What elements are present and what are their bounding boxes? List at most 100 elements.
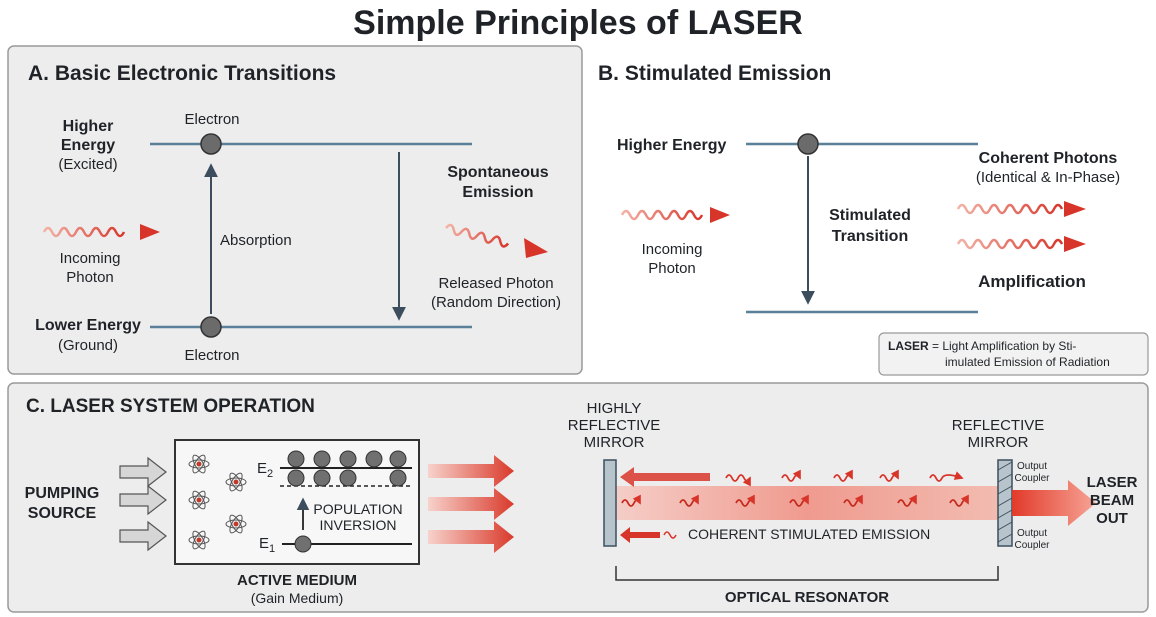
panel-c-heading: C. LASER SYSTEM OPERATION (26, 396, 315, 417)
photon-wavelet (679, 494, 699, 507)
higher-energy-sub: (Excited) (58, 156, 117, 173)
b-higher-energy-label: Higher Energy (617, 137, 726, 154)
photon-wavelet (833, 469, 853, 482)
photon-wavelet (663, 531, 677, 539)
panel-a: A. Basic Electronic Transitions Higher E… (7, 45, 583, 375)
panel-a-background (7, 45, 583, 375)
excited-electron (313, 450, 331, 468)
excited-electron (287, 469, 305, 487)
photon-wavelet (897, 494, 917, 507)
photon-wavelet (789, 494, 809, 507)
coherent-stimulated-emission-label: COHERENT STIMULATED EMISSION (688, 526, 930, 542)
b-incoming-photon-wave (620, 209, 704, 221)
output-coupler-mirror (997, 459, 1013, 547)
photon-wavelet (949, 494, 969, 507)
gain-medium-label: (Gain Medium) (251, 590, 344, 606)
laser-definition-bold: LASER (888, 339, 929, 353)
electron-bottom (200, 316, 222, 338)
b-electron (797, 133, 819, 155)
reflected-arrow-top (620, 467, 710, 487)
b-incoming-photon-label-1: Incoming (642, 241, 703, 258)
optical-resonator-bracket (615, 566, 999, 581)
laser-definition-line-1: = Light Amplification by Sti- (932, 339, 1076, 353)
population-inversion-label-1: POPULATION (313, 501, 402, 517)
higher-energy-label-2: Energy (61, 137, 115, 154)
coherent-photons-sub: (Identical & In-Phase) (976, 169, 1120, 186)
highly-reflective-mirror-label-3: MIRROR (584, 434, 645, 451)
atom-icon (188, 530, 210, 550)
mirror-hatching (997, 461, 1013, 543)
lower-energy-label: Lower Energy (35, 317, 141, 334)
coherent-photon-arrowhead-2 (1064, 236, 1086, 252)
excited-electron (365, 450, 383, 468)
main-title: Simple Principles of LASER (353, 4, 803, 42)
absorption-label: Absorption (220, 232, 292, 249)
photon-wavelet (725, 474, 751, 487)
output-coupler-top-2: Coupler (1014, 473, 1050, 484)
photon-wavelet (735, 494, 755, 507)
e1-label: E1 (259, 535, 275, 555)
population-inversion-label-2: INVERSION (319, 517, 396, 533)
excited-electron (313, 469, 331, 487)
atom-icon (188, 490, 210, 510)
atom-icon (225, 472, 247, 492)
b-incoming-photon-label-2: Photon (648, 260, 696, 277)
photon-wavelet (621, 494, 641, 507)
laser-definition-box (878, 332, 1149, 376)
released-photon-label-2: (Random Direction) (431, 294, 561, 311)
pumping-source-label-1: PUMPING (25, 485, 100, 502)
reflective-mirror-label-2: MIRROR (968, 434, 1029, 451)
highly-reflective-mirror (603, 459, 617, 547)
laser-beam-out-label-3: OUT (1096, 510, 1128, 527)
photon-wavelet (929, 471, 964, 482)
spontaneous-emission-label-2: Emission (462, 184, 533, 201)
stimulated-transition-label-2: Transition (832, 228, 908, 245)
pump-arrow-1 (119, 456, 167, 488)
b-incoming-photon-arrowhead (710, 207, 730, 223)
incoming-photon-wave-a (42, 226, 126, 238)
coherent-photon-arrowhead-1 (1064, 201, 1086, 217)
coherent-photons-label: Coherent Photons (979, 150, 1118, 167)
stimulated-transition-label-1: Stimulated (829, 207, 911, 224)
laser-beam-out-arrow (1012, 480, 1096, 526)
excited-electron (339, 450, 357, 468)
excited-electron (389, 469, 407, 487)
photon-wavelet (879, 469, 899, 482)
panel-b: B. Stimulated Emission Higher Energy Sti… (598, 62, 1149, 376)
pump-arrow-2 (119, 484, 167, 516)
electron-bottom-label: Electron (184, 347, 239, 364)
medium-output-arrow-3 (428, 521, 514, 553)
amplification-label: Amplification (978, 272, 1086, 291)
atom-icon (188, 454, 210, 474)
output-coupler-top-1: Output (1017, 461, 1047, 472)
panel-a-heading: A. Basic Electronic Transitions (28, 62, 336, 85)
highly-reflective-mirror-label-1: HIGHLY (587, 400, 642, 417)
active-medium-label: ACTIVE MEDIUM (237, 572, 357, 589)
pumping-source-label-2: SOURCE (28, 505, 97, 522)
released-photon-wave (445, 223, 510, 248)
highly-reflective-mirror-label-2: REFLECTIVE (568, 417, 661, 434)
photon-wavelet (843, 494, 863, 507)
released-photon-arrowhead (524, 238, 548, 258)
excited-electron (339, 469, 357, 487)
photon-wavelet (781, 469, 801, 482)
reflected-arrow-bottom (620, 527, 660, 543)
coherent-photon-wave-1 (956, 203, 1064, 215)
reflective-mirror-label-1: REFLECTIVE (952, 417, 1045, 434)
pump-arrow-3 (119, 520, 167, 552)
excited-electron (287, 450, 305, 468)
panel-b-heading: B. Stimulated Emission (598, 62, 831, 85)
incoming-photon-arrowhead-a (140, 224, 160, 240)
incoming-photon-label-a-2: Photon (66, 269, 114, 286)
laser-beam-out-label-1: LASER (1087, 474, 1138, 491)
higher-energy-label-1: Higher (63, 118, 114, 135)
medium-output-arrow-1 (428, 455, 514, 487)
output-coupler-bottom-2: Coupler (1014, 540, 1050, 551)
laser-definition-line-2: imulated Emission of Radiation (945, 355, 1110, 369)
optical-resonator-label: OPTICAL RESONATOR (725, 589, 889, 606)
coherent-photon-wave-2 (956, 238, 1064, 250)
excited-electron (389, 450, 407, 468)
incoming-photon-label-a-1: Incoming (60, 250, 121, 267)
electron-top (200, 133, 222, 155)
